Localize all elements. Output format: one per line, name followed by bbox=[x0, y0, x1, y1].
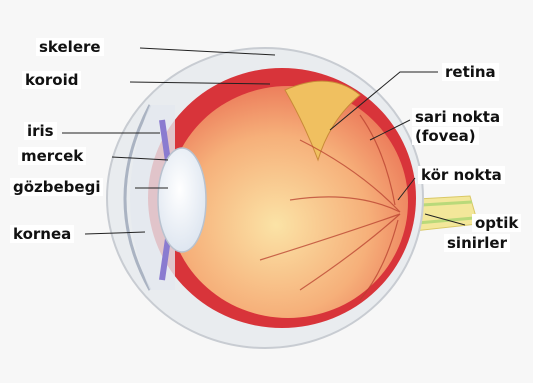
label-gozbebegi: gözbebegi bbox=[10, 178, 103, 196]
label-retina: retina bbox=[442, 63, 499, 81]
label-sinirler: sinirler bbox=[444, 234, 510, 252]
label-iris: iris bbox=[24, 122, 57, 140]
label-sari-nokta: sari nokta bbox=[412, 108, 503, 126]
label-optik: optik bbox=[472, 214, 521, 232]
lens bbox=[158, 148, 206, 252]
label-kor-nokta: kör nokta bbox=[418, 166, 505, 184]
label-koroid: koroid bbox=[22, 71, 81, 89]
label-kornea: kornea bbox=[10, 225, 74, 243]
label-mercek: mercek bbox=[18, 147, 86, 165]
label-skelere: skelere bbox=[36, 38, 104, 56]
label-fovea: (fovea) bbox=[412, 127, 479, 145]
